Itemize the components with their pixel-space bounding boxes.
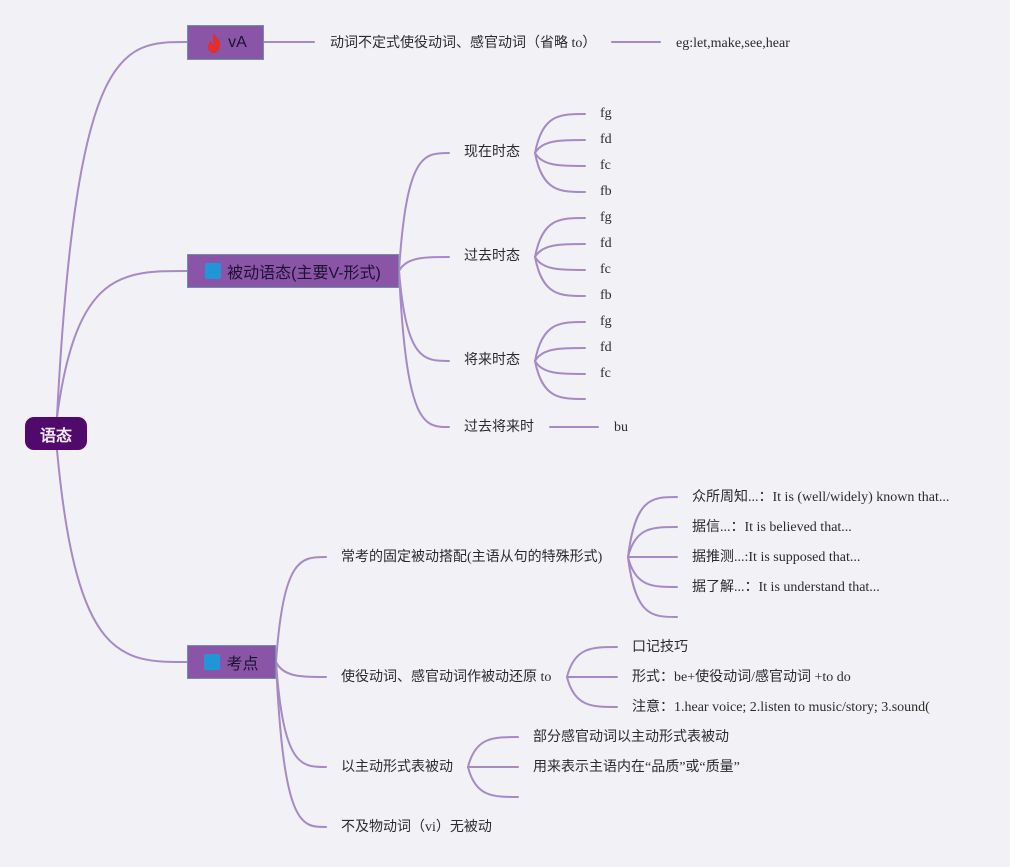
present-item[interactable]: fd xyxy=(600,132,612,147)
root-to-exam xyxy=(56,449,188,663)
past-item[interactable]: fg xyxy=(600,210,612,225)
root-to-passive xyxy=(56,270,188,418)
past-item[interactable]: fd xyxy=(600,236,612,251)
exam-to-topic-0 xyxy=(275,556,327,663)
active-form-item[interactable]: 用来表示主语内在“品质”或“质量” xyxy=(533,760,740,775)
passive-to-tense-1 xyxy=(398,256,450,272)
present-item[interactable]: fc xyxy=(600,158,611,173)
fixed-item[interactable]: 据了解...：It is understand that... xyxy=(692,580,880,595)
active-form-item[interactable]: 部分感官动词以主动形式表被动 xyxy=(533,730,729,745)
passive-to-tense-3 xyxy=(398,270,450,428)
past-leaf-2 xyxy=(534,256,586,271)
fixed-item[interactable]: 众所周知...：It is (well/widely) known that..… xyxy=(692,490,950,505)
present-leaf-3 xyxy=(534,152,586,193)
passive-to-tense-2 xyxy=(398,270,450,362)
present-tense-label[interactable]: 现在时态 xyxy=(464,145,520,160)
fixed-passive-label[interactable]: 常考的固定被动搭配(主语从句的特殊形式) xyxy=(341,550,603,565)
active-leaf-2 xyxy=(467,766,519,798)
active-form-label[interactable]: 以主动形式表被动 xyxy=(341,760,453,775)
causative-leaf-0 xyxy=(566,646,618,678)
fixed-item[interactable]: 据推测...:It is supposed that... xyxy=(692,550,861,565)
present-item[interactable]: fg xyxy=(600,106,612,121)
past-leaf-1 xyxy=(534,243,586,258)
va-example-label[interactable]: eg:let,make,see,hear xyxy=(676,36,790,51)
future-item[interactable]: fc xyxy=(600,366,611,381)
present-item[interactable]: fb xyxy=(600,184,612,199)
root-to-va xyxy=(56,41,188,418)
past-item[interactable]: fc xyxy=(600,262,611,277)
future-leaf-1 xyxy=(534,347,586,362)
branch-exam-node[interactable]: 考点 xyxy=(187,645,276,679)
past-leaf-0 xyxy=(534,217,586,258)
fixed-item[interactable]: 据信...：It is believed that... xyxy=(692,520,852,535)
future-tense-label[interactable]: 将来时态 xyxy=(464,353,520,368)
exam-to-topic-3 xyxy=(275,661,327,828)
present-leaf-1 xyxy=(534,139,586,154)
branch-va-label: vA xyxy=(228,33,247,51)
causative-label[interactable]: 使役动词、感官动词作被动还原 to xyxy=(341,670,552,685)
future-item[interactable]: fg xyxy=(600,314,612,329)
blue-square-icon xyxy=(204,654,221,670)
root-label: 语态 xyxy=(39,427,72,445)
exam-to-topic-1 xyxy=(275,661,327,678)
exam-to-topic-2 xyxy=(275,661,327,768)
fixed-leaf-3 xyxy=(627,556,678,588)
branch-passive-label: 被动语态(主要V-形式) xyxy=(227,265,381,282)
blue-square-icon xyxy=(205,263,222,279)
active-leaf-0 xyxy=(467,736,519,768)
fixed-leaf-4 xyxy=(627,556,678,618)
past-future-child[interactable]: bu xyxy=(614,420,628,435)
root-node[interactable]: 语态 xyxy=(25,417,87,450)
causative-item[interactable]: 注意：1.hear voice; 2.listen to music/story… xyxy=(632,700,930,715)
future-leaf-3 xyxy=(534,360,586,400)
present-leaf-2 xyxy=(534,152,586,167)
future-item[interactable]: fd xyxy=(600,340,612,355)
present-leaf-0 xyxy=(534,113,586,154)
fixed-leaf-1 xyxy=(627,526,678,558)
causative-item[interactable]: 口记技巧 xyxy=(632,640,688,655)
past-item[interactable]: fb xyxy=(600,288,612,303)
future-leaf-0 xyxy=(534,321,586,362)
branch-exam-label: 考点 xyxy=(226,656,259,673)
causative-item[interactable]: 形式：be+使役动词/感官动词 +to do xyxy=(632,670,851,685)
intransitive-label[interactable]: 不及物动词（vi）无被动 xyxy=(341,820,492,835)
fixed-leaf-0 xyxy=(627,496,678,558)
past-future-label[interactable]: 过去将来时 xyxy=(464,420,534,435)
va-child-label[interactable]: 动词不定式使役动词、感官动词（省略 to） xyxy=(330,36,597,51)
branch-va-node[interactable]: vA xyxy=(187,25,264,60)
fire-icon xyxy=(208,32,221,53)
passive-to-tense-0 xyxy=(398,152,450,272)
past-leaf-3 xyxy=(534,256,586,297)
causative-leaf-2 xyxy=(566,676,618,708)
past-tense-label[interactable]: 过去时态 xyxy=(464,249,520,264)
branch-passive-node[interactable]: 被动语态(主要V-形式) xyxy=(187,254,399,288)
future-leaf-2 xyxy=(534,360,586,375)
